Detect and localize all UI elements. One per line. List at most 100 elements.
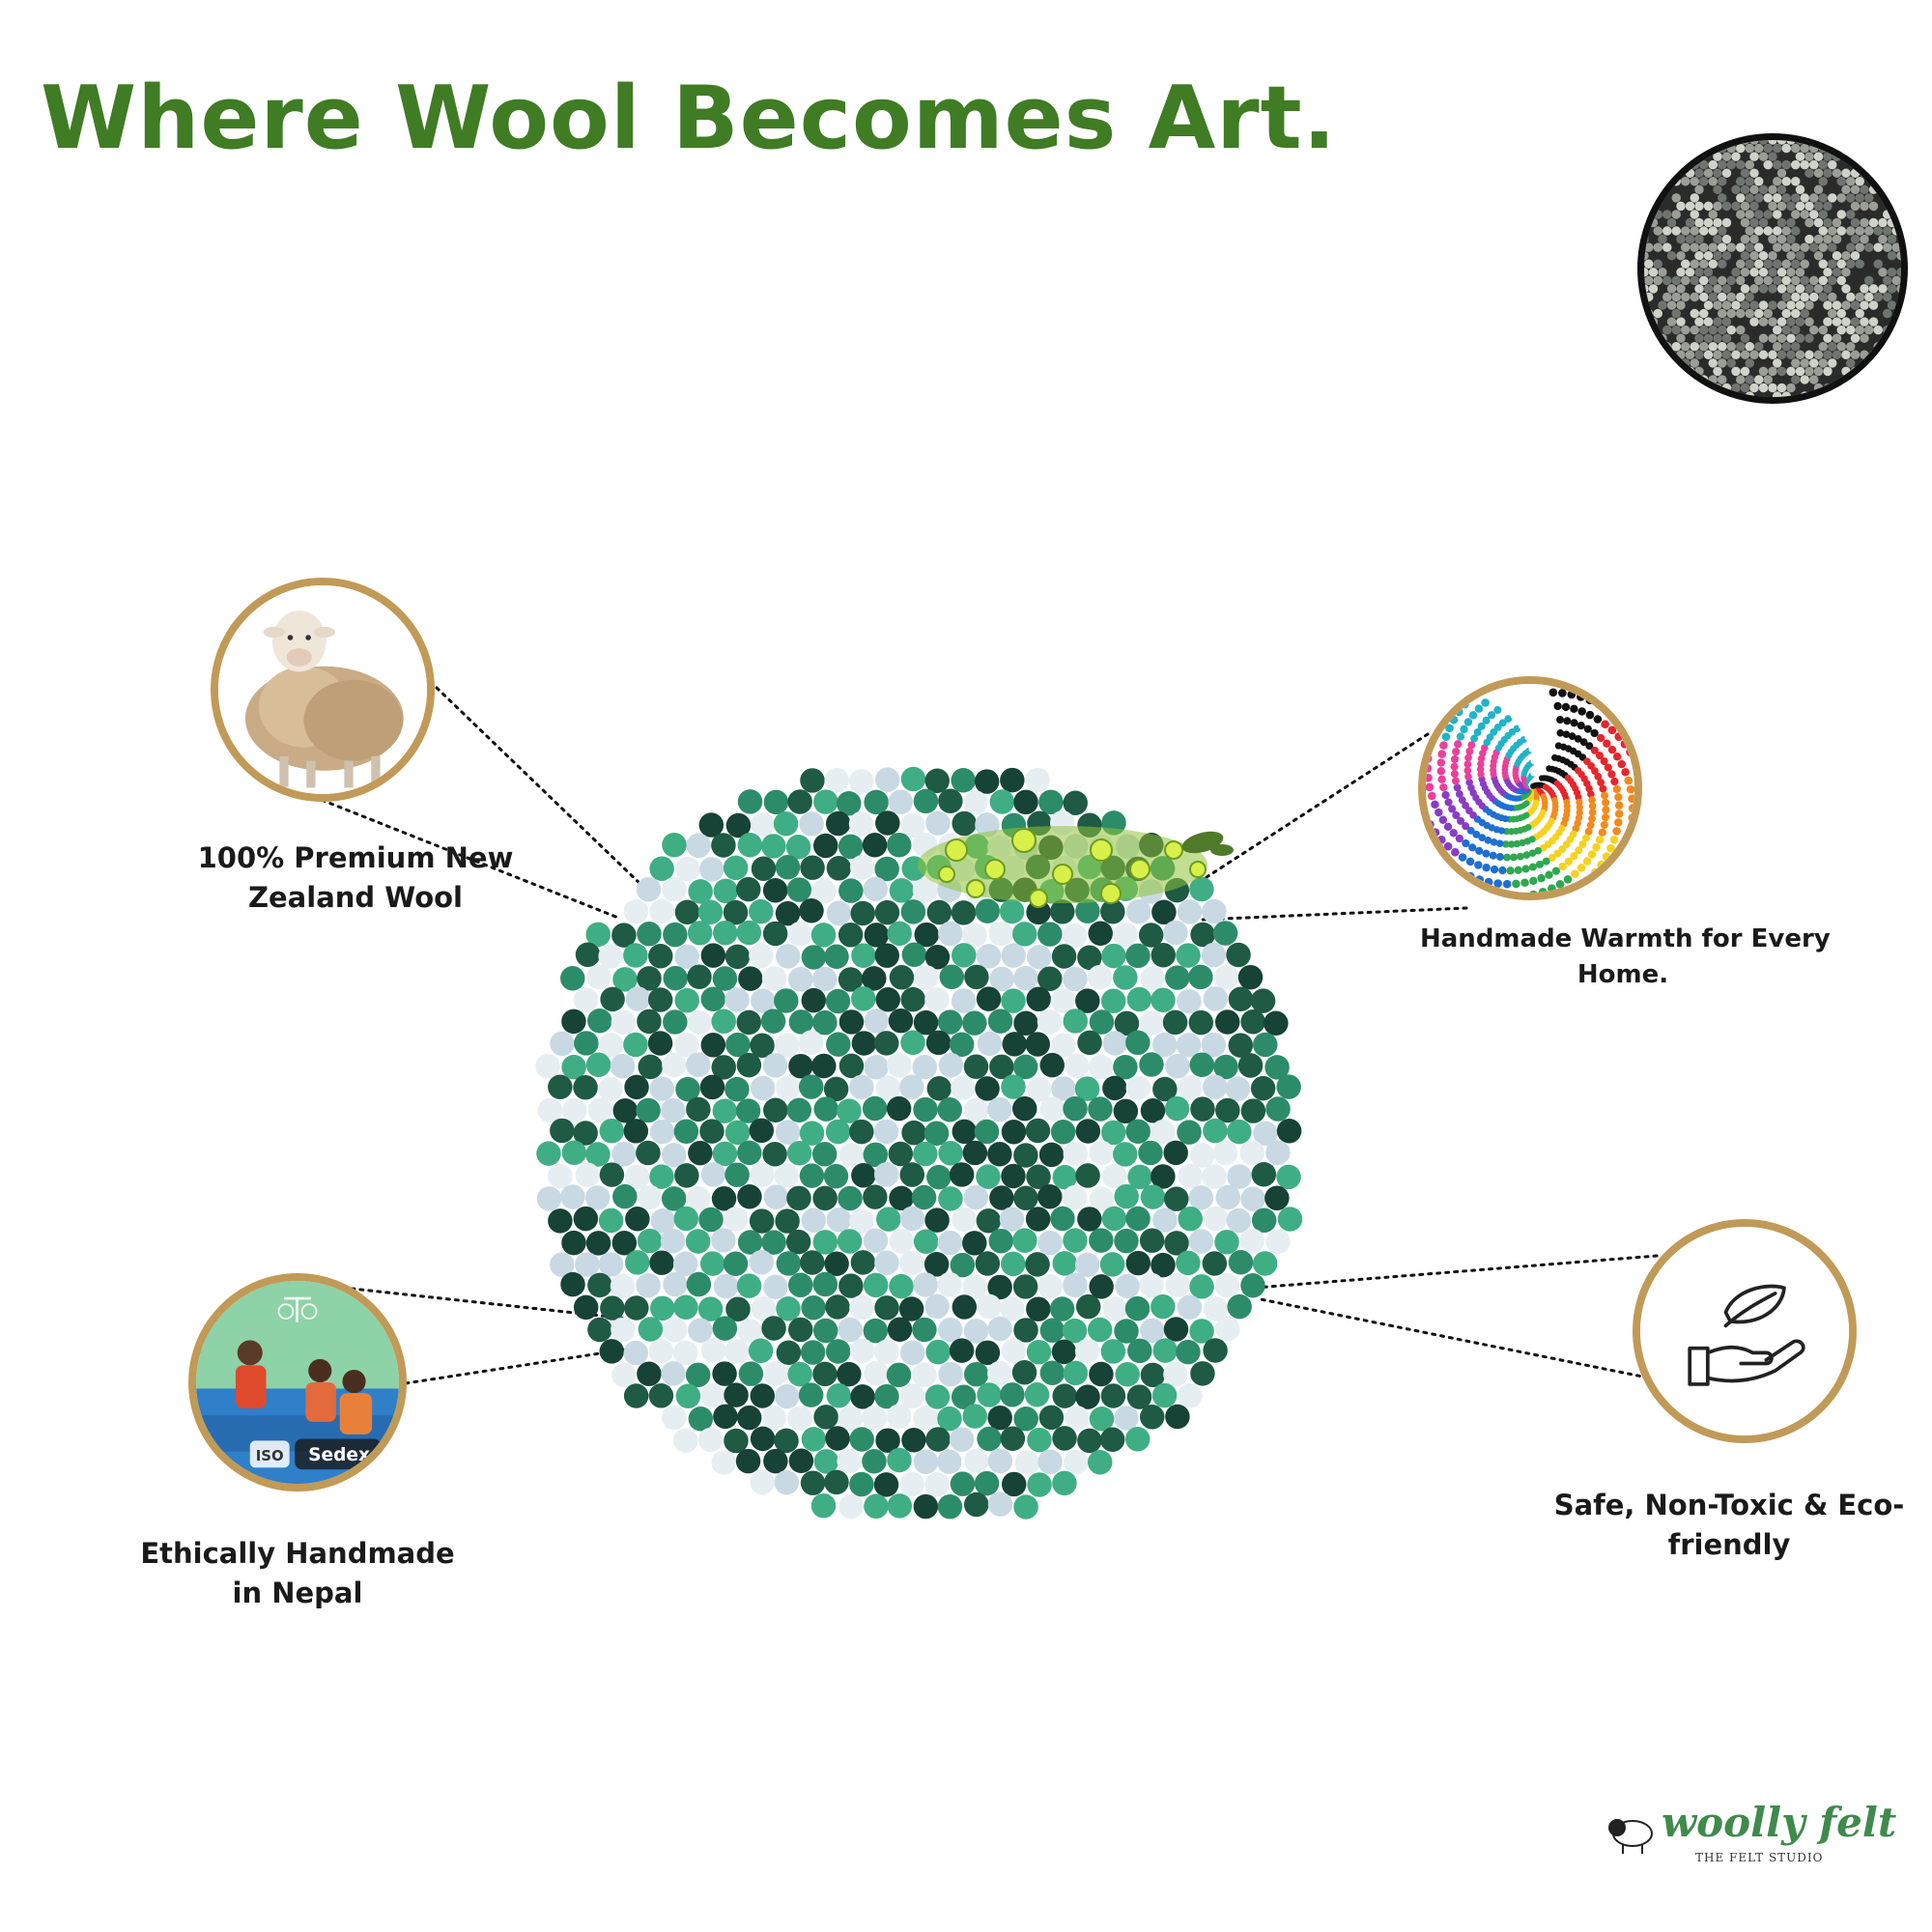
swatch-ball [1855,259,1864,269]
felt-ball [598,1076,623,1102]
swatch-ball [1754,210,1764,219]
felt-ball [1126,986,1152,1012]
swatch-ball [1658,234,1667,244]
swatch-ball [1804,300,1814,310]
swatch-ball [1813,268,1824,277]
swatch-ball [1694,217,1704,228]
swatch-ball [1754,275,1764,286]
swatch-ball [1671,193,1681,203]
felt-ball [826,856,852,881]
felt-ball [963,1361,989,1387]
swatch-ball [1662,308,1672,319]
felt-ball [987,1448,1013,1474]
swatch-ball [1795,217,1805,228]
swatch-ball [1878,333,1888,343]
felt-ball [1253,1121,1278,1146]
felt-ball [1113,922,1138,948]
spiral-ball [1562,840,1571,848]
swatch-ball [1800,342,1809,352]
swatch-ball [1708,159,1718,170]
felt-ball [573,987,599,1012]
felt-ball [1013,1406,1038,1432]
felt-ball [685,1229,711,1254]
spiral-ball [1451,777,1460,785]
spiral-ball [1529,890,1538,893]
swatch-ball [1809,342,1819,352]
swatch-ball [1713,234,1722,244]
swatch-ball [1846,210,1856,219]
felt-ball [775,1120,801,1145]
felt-ball [737,833,763,858]
swatch-ball [1786,185,1796,195]
felt-ball [1165,1054,1190,1079]
felt-ball [724,1382,749,1407]
swatch-ball [1795,185,1805,195]
felt-ball [1062,923,1088,949]
spiral-ball [1499,701,1509,710]
spiral-ball [1548,853,1556,862]
swatch-ball [1868,234,1879,244]
spiral-ball [1591,767,1599,775]
felt-ball [548,1208,573,1234]
felt-ball [1049,1296,1075,1321]
swatch-ball [1813,317,1824,327]
swatch-ball [1703,317,1714,327]
swatch-ball [1800,193,1809,203]
felt-ball [1138,923,1164,948]
felt-ball [863,1228,889,1253]
swatch-ball [1713,333,1722,343]
swatch-ball [1786,284,1796,294]
swatch-ball [1776,317,1787,327]
spiral-ball [1493,724,1502,731]
spiral-ball [1585,696,1595,705]
swatch-ball [1791,259,1801,269]
spiral-ball [1498,866,1507,875]
swatch-ball [1718,375,1727,384]
swatch-ball [1786,300,1796,310]
swatch-ball [1763,358,1773,368]
swatch-ball [1860,185,1869,195]
felt-ball [914,965,939,990]
swatch-ball [1828,308,1837,319]
spiral-ball [1595,752,1604,760]
felt-ball [663,1009,688,1035]
felt-ball [849,1294,874,1321]
swatch-ball [1690,308,1699,319]
felt-ball [1177,899,1203,924]
spiral-ball [1545,870,1553,879]
felt-ball [612,1183,638,1209]
swatch-ball [1786,201,1796,212]
swatch-ball [1878,284,1888,294]
swatch-ball [1694,185,1704,195]
felt-ball [648,1383,674,1408]
felt-ball [912,1317,937,1343]
felt-ball [673,1119,699,1145]
swatch-ball [1828,159,1837,170]
felt-ball [1075,1293,1101,1320]
felt-ball [1226,1208,1252,1234]
spiral-ball [1506,867,1515,875]
swatch-ball [1745,308,1754,319]
swatch-ball [1804,168,1814,178]
swatch-ball [1768,350,1777,360]
felt-ball [862,966,887,991]
felt-ball [1001,943,1026,968]
swatch-ball [1749,268,1759,277]
spiral-ball [1478,834,1487,842]
swatch-ball [1773,358,1782,368]
swatch-ball [1836,358,1846,368]
swatch-ball [1809,242,1819,252]
swatch-ball [1671,292,1681,302]
swatch-ball [1786,250,1796,261]
swatch-ball [1713,250,1722,261]
felt-ball [749,1208,775,1234]
swatch-ball [1731,234,1741,244]
felt-ball [1188,1185,1214,1210]
swatch-ball [1873,193,1883,203]
felt-ball [584,1185,611,1210]
iso-badge-text: ISO [256,1447,284,1464]
felt-ball [711,1228,736,1253]
swatch-ball [1749,234,1759,244]
felt-ball [698,1427,724,1453]
swatch-ball [1776,185,1787,195]
